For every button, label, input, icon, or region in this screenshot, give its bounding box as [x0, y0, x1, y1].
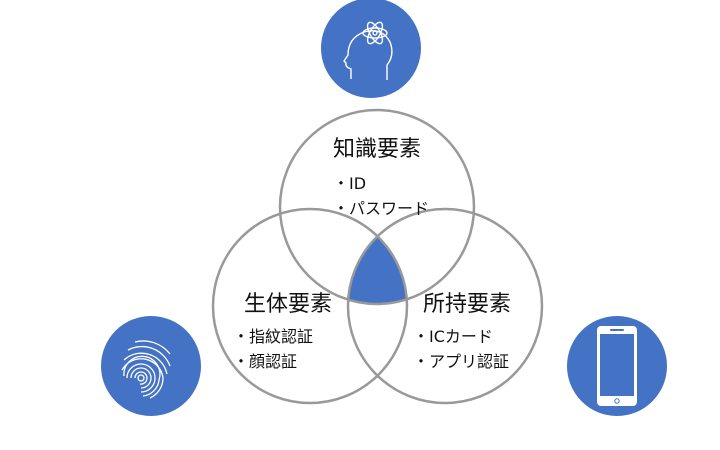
biometric-title: 生体要素 — [243, 292, 333, 317]
possession-item: ・アプリ認証 — [413, 352, 510, 371]
biometric-item: ・顔認証 — [233, 352, 298, 371]
fingerprint-icon — [101, 316, 201, 416]
biometric-circle — [211, 207, 409, 405]
possession-item: ・ICカード — [413, 327, 493, 346]
possession-title: 所持要素 — [422, 292, 512, 317]
knowledge-circle — [278, 108, 476, 306]
knowledge-title: 知識要素 — [332, 137, 422, 162]
head-atom-icon — [321, 0, 421, 98]
smartphone-icon — [567, 316, 667, 416]
knowledge-item: ・ID — [333, 174, 367, 193]
knowledge-item: ・パスワード — [333, 199, 430, 218]
possession-circle — [346, 207, 544, 405]
biometric-item: ・指紋認証 — [233, 327, 314, 346]
